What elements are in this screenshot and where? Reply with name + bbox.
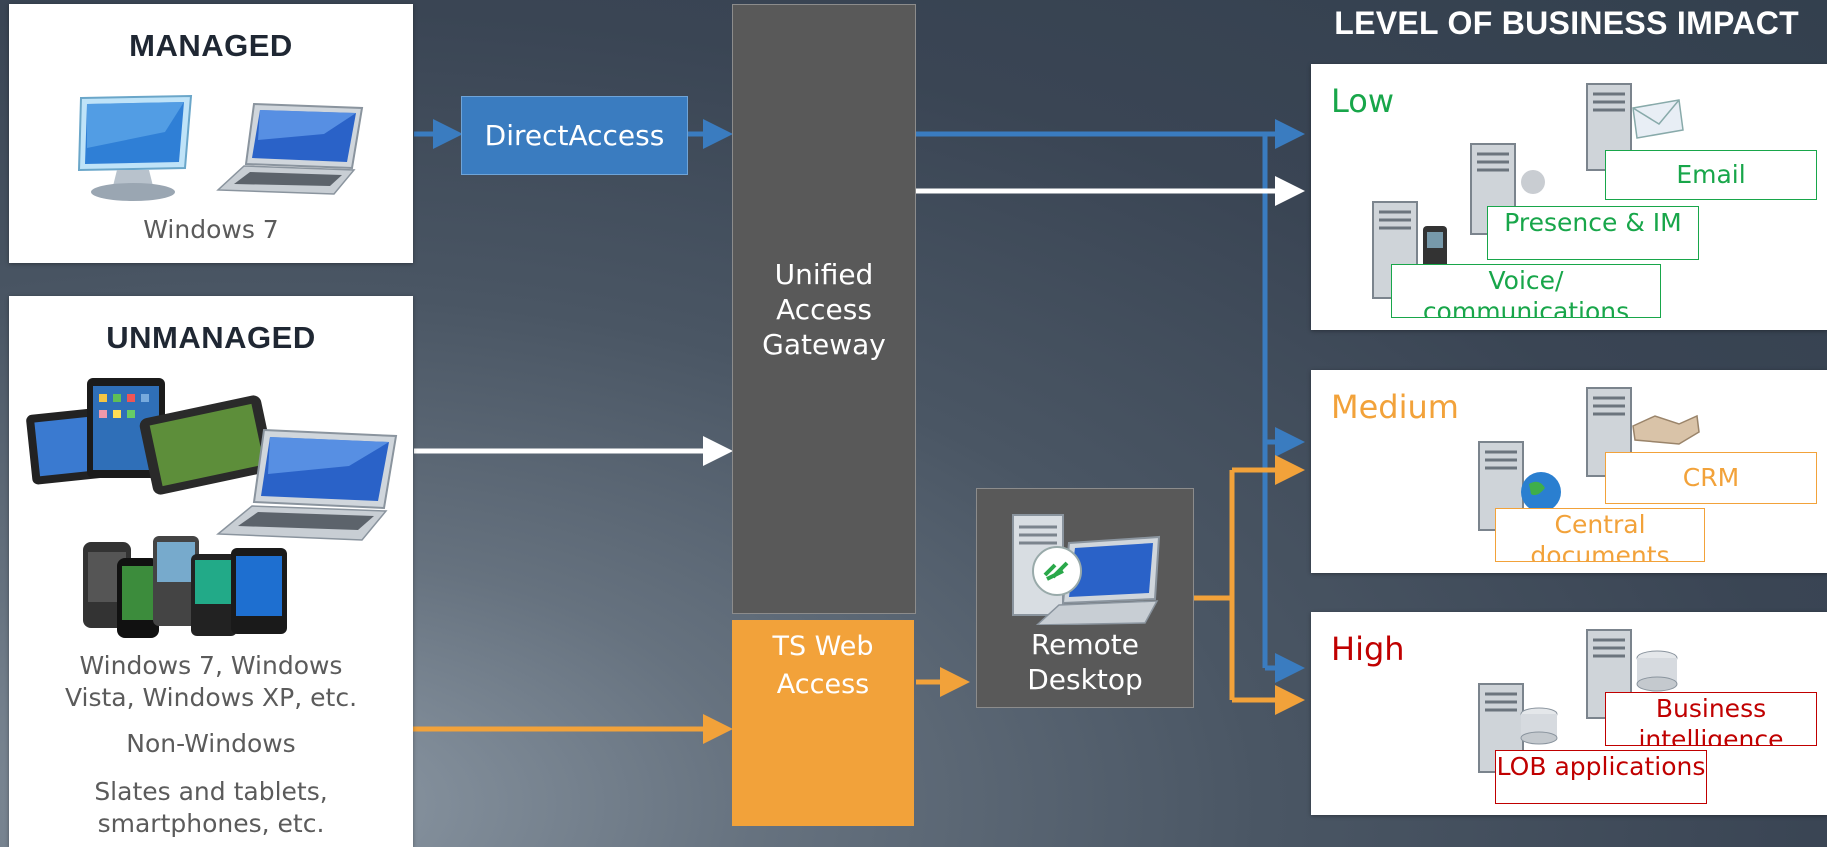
directaccess-box: DirectAccess xyxy=(461,96,688,175)
central-documents-label-box: Central documents xyxy=(1495,508,1705,562)
laptop-icon-unmanaged xyxy=(216,428,398,541)
unmanaged-caption-slates: Slates and tablets, smartphones, etc. xyxy=(94,777,328,838)
remote-desktop-label: Remote Desktop xyxy=(1027,628,1143,696)
uag-box: Unified Access Gateway xyxy=(732,4,916,614)
business-intelligence-label: Business intelligence xyxy=(1638,694,1784,746)
lob-server-icon xyxy=(1478,683,1558,773)
smartphones-icon xyxy=(83,536,287,638)
voice-label-box: Voice/ communications xyxy=(1391,264,1661,318)
presence-label: Presence & IM xyxy=(1504,208,1682,237)
managed-title: MANAGED xyxy=(129,28,293,63)
impact-panel-high: High Business intelligence LOB applicati… xyxy=(1311,612,1827,815)
managed-caption: Windows 7 xyxy=(143,215,279,244)
presence-label-box: Presence & IM xyxy=(1487,206,1699,260)
level-low-label: Low xyxy=(1331,82,1395,120)
business-intelligence-label-box: Business intelligence xyxy=(1605,692,1817,746)
impact-panel-medium: Medium CRM Central documents xyxy=(1311,370,1827,573)
tswebaccess-box: TS Web Access xyxy=(732,620,914,826)
crm-label: CRM xyxy=(1682,463,1740,492)
unmanaged-title: UNMANAGED xyxy=(106,320,316,355)
uag-label: Unified Access Gateway xyxy=(762,258,886,361)
tablets-icon xyxy=(26,378,275,495)
unmanaged-caption-windows: Windows 7, Windows Vista, Windows XP, et… xyxy=(64,651,358,712)
central-documents-label: Central documents xyxy=(1530,510,1670,562)
level-medium-label: Medium xyxy=(1331,388,1459,426)
unmanaged-panel: UNMANAGED Windows 7, Windows Vista, Wind… xyxy=(9,296,413,847)
remote-desktop-box: Remote Desktop xyxy=(976,488,1194,708)
tswebaccess-label: TS Web Access xyxy=(772,631,874,700)
email-label-box: Email xyxy=(1605,150,1817,200)
lob-label-box: LOB applications xyxy=(1495,750,1707,804)
crm-label-box: CRM xyxy=(1605,452,1817,504)
laptop-icon xyxy=(216,102,364,195)
managed-panel: MANAGED Windows 7 xyxy=(9,4,413,263)
remote-desktop-icon xyxy=(1012,514,1161,625)
orange-trunk xyxy=(1194,470,1235,700)
directaccess-label: DirectAccess xyxy=(484,119,665,152)
desktop-monitor-icon xyxy=(77,94,193,201)
unmanaged-caption-non-windows: Non-Windows xyxy=(126,729,296,758)
voice-label: Voice/ communications xyxy=(1422,266,1630,318)
email-label: Email xyxy=(1676,160,1746,189)
level-high-label: High xyxy=(1331,630,1405,668)
lob-label: LOB applications xyxy=(1496,752,1706,781)
impact-panel-low: Low Email Presence & IM Voice/ communica… xyxy=(1311,64,1827,330)
business-impact-heading: LEVEL OF BUSINESS IMPACT xyxy=(1334,5,1799,41)
